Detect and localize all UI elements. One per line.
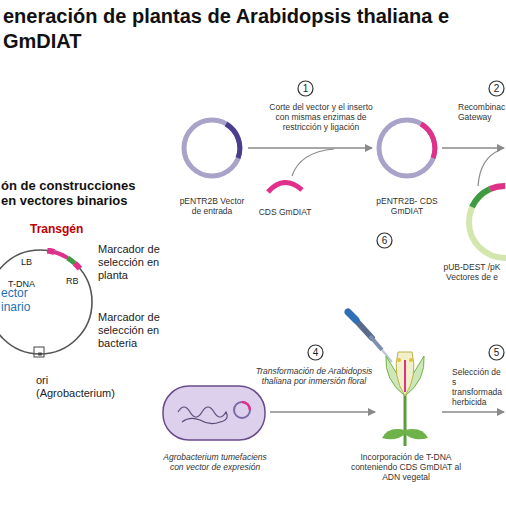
plasmid <box>379 120 435 176</box>
step-arrow <box>248 147 372 148</box>
marker-label: Marcador de selección en bacteria <box>98 311 174 350</box>
step-description: Transformación de Arabidopsis thaliana p… <box>253 366 375 386</box>
expression-vector-segment <box>242 402 250 410</box>
plasmid <box>469 186 506 258</box>
flower <box>382 352 428 446</box>
insert-label: CDS GmDIAT <box>258 207 312 217</box>
step-arrow <box>442 411 504 412</box>
plant-label: Incorporación de T-DNA conteniendo CDS G… <box>350 452 462 482</box>
section-heading: ón de construcciones en vectores binario… <box>1 178 143 209</box>
organism-label: Agrobacterium tumefaciens con vector de … <box>158 452 272 472</box>
callout-number: 2 <box>487 79 506 98</box>
border-label: LB <box>21 257 41 268</box>
step-arrow <box>442 147 504 148</box>
callout-number: 6 <box>375 231 394 250</box>
border-label: RB <box>66 276 86 287</box>
pipette <box>348 312 392 362</box>
slide-title: eneración de plantas de Arabidopsis thal… <box>3 4 501 54</box>
agrobacterium-cell <box>163 386 265 440</box>
vector-name: ector inario <box>1 286 41 315</box>
ori-box <box>34 347 44 357</box>
vector-arrow <box>478 150 500 186</box>
step-arrow <box>270 411 375 412</box>
plasmid-label: pENTR2B- CDS GmDIAT <box>373 196 441 216</box>
expression-vector <box>234 402 250 418</box>
insert-arrow <box>292 149 334 176</box>
callout-number: 4 <box>306 343 325 362</box>
transgene-label: Transgén <box>30 222 100 236</box>
step-circle: 2 <box>487 79 506 98</box>
step-circle: 4 <box>306 343 325 362</box>
plasmid-label: pENTR2B Vector de entrada <box>177 196 247 216</box>
region-label: T-DNA <box>8 279 48 290</box>
callout-number: 1 <box>296 79 315 98</box>
marker-label: Marcador de selección en planta <box>98 243 190 282</box>
plasmid-segment <box>421 124 435 158</box>
step-description: Selección de s transformada herbicida <box>452 367 504 407</box>
cds-insert <box>268 182 302 192</box>
callout-number: 5 <box>487 343 506 362</box>
step-circle: 6 <box>375 231 394 250</box>
step-description: Recombinac Gateway <box>458 102 504 122</box>
step-circle: 1 <box>296 79 315 98</box>
plasmid-segment <box>226 124 240 158</box>
plasmid-segment <box>490 186 505 189</box>
plasmid-segment <box>472 189 490 207</box>
step-description: Corte del vector y el inserto con mismas… <box>262 102 380 132</box>
step-circle: 5 <box>487 343 506 362</box>
binary-vector-circle: ector inario <box>0 248 94 356</box>
origin-label: ori (Agrobacterium) <box>36 374 124 400</box>
bacterial-dna <box>178 407 227 424</box>
plasmid <box>184 120 240 176</box>
plasmid-label: pUB-DEST /pK Vectores de e <box>440 262 504 282</box>
